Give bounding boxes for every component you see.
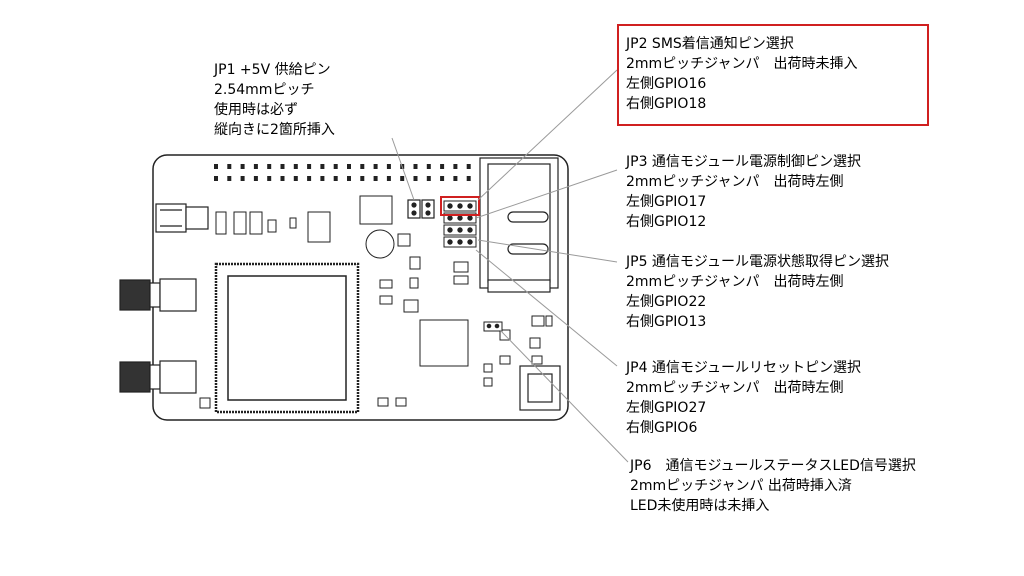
jp5-line: 2mmピッチジャンパ 出荷時左側	[626, 274, 844, 290]
jp3-label: JP3 通信モジュール電源制御ピン選択 2mmピッチジャンパ 出荷時左側 左側G…	[626, 152, 861, 232]
gpio-pin	[373, 164, 378, 169]
jp2-line: 左側GPIO16	[626, 76, 707, 92]
jp1-line: 2.54mmピッチ	[214, 82, 315, 98]
gpio-pin	[214, 176, 218, 181]
jumper-pin	[447, 239, 453, 245]
jp4-line: 右側GPIO6	[626, 420, 698, 436]
gpio-pin	[466, 176, 471, 181]
antenna-connector-bottom	[119, 360, 197, 394]
jp2-highlight-box	[617, 24, 929, 126]
gpio-pin	[386, 164, 391, 169]
gpio-pin	[453, 176, 458, 181]
power-connector	[155, 203, 209, 233]
gpio-pin	[440, 176, 445, 181]
jumper-pin	[447, 203, 453, 209]
jumper-pin	[467, 215, 473, 221]
jp5-line: 右側GPIO13	[626, 314, 707, 330]
jp4-label: JP4 通信モジュールリセットピン選択 2mmピッチジャンパ 出荷時左側 左側G…	[626, 358, 861, 438]
gpio-pin	[453, 164, 458, 169]
gpio-pin	[320, 164, 325, 169]
gpio-pin	[333, 176, 338, 181]
jp1-line: 縦向きに2箇所挿入	[214, 122, 335, 138]
jp3-line: JP3 通信モジュール電源制御ピン選択	[626, 154, 861, 170]
antenna-connector-top	[119, 278, 197, 312]
gpio-pin	[373, 176, 378, 181]
gpio-pin	[386, 176, 391, 181]
gpio-pin	[240, 176, 245, 181]
jumper-jp6	[483, 321, 503, 332]
gpio-pin	[214, 164, 218, 169]
gpio-pin	[293, 176, 298, 181]
jp5-label: JP5 通信モジュール電源状態取得ピン選択 2mmピッチジャンパ 出荷時左側 左…	[626, 252, 889, 332]
usb-connector	[519, 365, 561, 411]
gpio-pin	[227, 176, 232, 181]
jp3-line: 右側GPIO12	[626, 214, 707, 230]
gpio-pin	[347, 164, 351, 169]
gpio-pin	[253, 176, 258, 181]
gpio-pin	[307, 164, 312, 169]
communication-module	[214, 262, 360, 414]
jp3-line: 左側GPIO17	[626, 194, 707, 210]
gpio-pin	[360, 176, 365, 181]
jp6-line: 2mmピッチジャンパ 出荷時挿入済	[630, 478, 852, 494]
jumper-pin	[457, 239, 463, 245]
gpio-pin	[426, 176, 431, 181]
jp6-line: LED未使用時は未挿入	[630, 498, 770, 514]
gpio-pin	[280, 176, 285, 181]
jp4-line: 左側GPIO27	[626, 400, 707, 416]
jp1-label: JP1 +5V 供給ピン 2.54mmピッチ 使用時は必ず 縦向きに2箇所挿入	[214, 60, 335, 140]
gpio-pin	[227, 164, 232, 169]
jumper-jp1	[407, 199, 435, 219]
gpio-pin	[307, 176, 312, 181]
jumper-pin	[447, 215, 453, 221]
gpio-pin	[240, 164, 245, 169]
jp2-line: 右側GPIO18	[626, 96, 707, 112]
sim-slot	[479, 157, 559, 293]
gpio-pin	[280, 164, 285, 169]
jp6-line: JP6 通信モジュールステータスLED信号選択	[630, 458, 916, 474]
jp5-line: JP5 通信モジュール電源状態取得ピン選択	[626, 254, 889, 270]
jp5-line: 左側GPIO22	[626, 294, 707, 310]
jp3-line: 2mmピッチジャンパ 出荷時左側	[626, 174, 844, 190]
jp2-line: 2mmピッチジャンパ 出荷時未挿入	[626, 56, 858, 72]
jp1-line: JP1 +5V 供給ピン	[214, 62, 331, 78]
leader-lines	[391, 69, 629, 463]
jumper-pin	[457, 215, 463, 221]
jp6-label: JP6 通信モジュールステータスLED信号選択 2mmピッチジャンパ 出荷時挿入…	[630, 456, 916, 516]
gpio-pin	[320, 176, 325, 181]
jumper-pin	[457, 203, 463, 209]
gpio-pin	[293, 164, 298, 169]
gpio-pin	[413, 176, 418, 181]
jp1-line: 使用時は必ず	[214, 102, 298, 118]
gpio-header	[214, 164, 471, 181]
jumper-pin	[457, 227, 463, 233]
gpio-pin	[426, 164, 431, 169]
jp4-line: JP4 通信モジュールリセットピン選択	[626, 360, 861, 376]
gpio-pin	[400, 176, 405, 181]
jumper-pin	[467, 203, 473, 209]
gpio-pin	[333, 164, 338, 169]
jumper-pin	[467, 227, 473, 233]
jumper-pin	[467, 239, 473, 245]
gpio-pin	[267, 176, 272, 181]
gpio-pin	[360, 164, 365, 169]
jp4-line: 2mmピッチジャンパ 出荷時左側	[626, 380, 844, 396]
jp2-highlight-board	[440, 196, 480, 216]
gpio-pin	[267, 164, 272, 169]
gpio-pin	[413, 164, 418, 169]
gpio-pin	[466, 164, 471, 169]
jumper-pin	[447, 227, 453, 233]
gpio-pin	[440, 164, 445, 169]
smd-components	[199, 195, 553, 409]
gpio-pin	[347, 176, 351, 181]
jp2-line: JP2 SMS着信通知ピン選択	[626, 36, 794, 52]
gpio-pin	[253, 164, 258, 169]
jp2-label: JP2 SMS着信通知ピン選択 2mmピッチジャンパ 出荷時未挿入 左側GPIO…	[626, 34, 857, 114]
